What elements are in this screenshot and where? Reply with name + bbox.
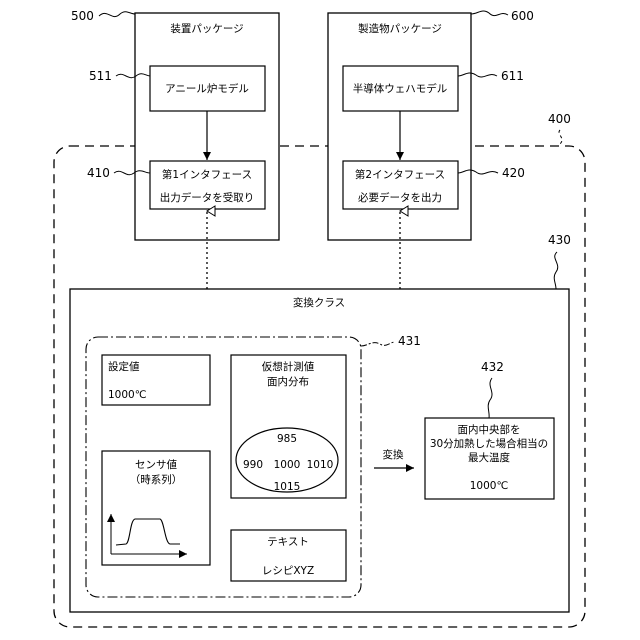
distribution-center-value: 1000 [274,459,301,471]
virtual-label-line2: 面内分布 [267,375,309,388]
virtual-label-line1: 仮想計測値 [262,360,315,373]
ref-431: 431 [398,334,421,348]
distribution-right-value: 1010 [307,459,334,471]
setpoint-value: 1000℃ [108,389,147,401]
output-line1: 面内中央部を [458,423,521,436]
leader-500 [99,12,135,17]
ref-500: 500 [71,9,94,23]
text-recipe-value: レシピXYZ [262,565,314,577]
device-package-title: 装置パッケージ [170,22,243,35]
ref-600: 600 [511,9,534,23]
wafer-model-label: 半導体ウェハモデル [353,82,448,95]
product-package-title: 製造物パッケージ [358,22,442,35]
ref-511: 511 [89,69,112,83]
output-line2: 30分加熱した場合相当の [430,437,548,450]
ref-432: 432 [481,360,504,374]
output-value: 1000℃ [470,480,509,492]
ref-430: 430 [548,233,571,247]
leader-430 [554,252,558,289]
annealing-model-label: アニール炉モデル [165,82,249,95]
conversion-class-title: 変換クラス [293,296,345,309]
sensor-label: センサ値 [135,458,177,471]
output-line3: 最大温度 [468,451,510,464]
leader-600 [471,11,508,16]
ref-400: 400 [548,112,571,126]
distribution-bottom-value: 1015 [274,481,301,493]
ref-410: 410 [87,166,110,180]
distribution-top-value: 985 [277,433,297,445]
text-recipe-label: テキスト [267,536,309,548]
conversion-arrow-label: 変換 [383,448,404,461]
second-interface-title: 第2インタフェース [355,168,445,181]
ref-611: 611 [501,69,524,83]
distribution-left-value: 990 [243,459,263,471]
first-interface-title: 第1インタフェース [162,168,252,181]
leader-400 [559,130,562,144]
second-interface-sub: 必要データを出力 [358,191,442,204]
first-interface-sub: 出力データを受取り [160,191,255,204]
ref-420: 420 [502,166,525,180]
setpoint-label: 設定値 [108,360,140,373]
sensor-sub: （時系列） [130,473,183,486]
